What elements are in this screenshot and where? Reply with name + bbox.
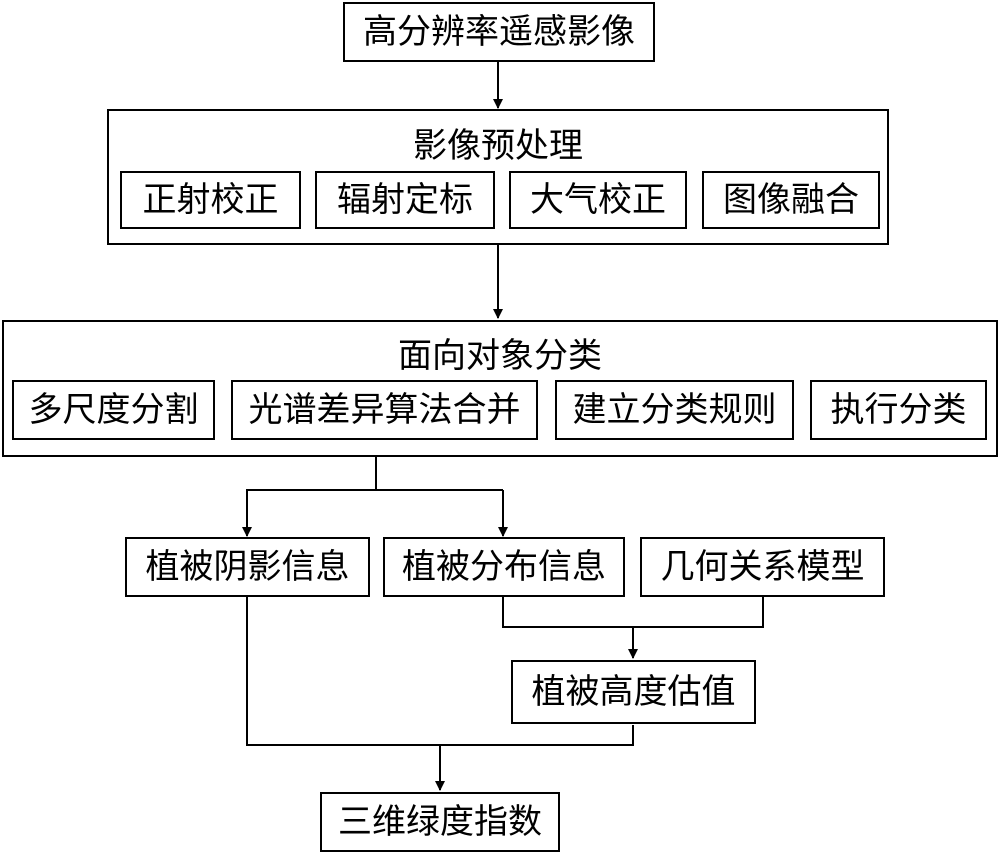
vegetation-shadow-info-box: 植被阴影信息 bbox=[125, 537, 370, 597]
preprocessing-step-1: 正射校正 bbox=[120, 171, 301, 229]
classification-title: 面向对象分类 bbox=[398, 336, 602, 376]
classification-step-2: 光谱差异算法合并 bbox=[231, 380, 538, 440]
connector-distribution-geometry-merge bbox=[502, 596, 764, 628]
output-label: 三维绿度指数 bbox=[338, 802, 542, 842]
input-label: 高分辨率遥感影像 bbox=[363, 12, 635, 52]
preprocessing-step-3: 大气校正 bbox=[509, 171, 687, 229]
classification-step-1: 多尺度分割 bbox=[12, 380, 215, 440]
preprocessing-step-4: 图像融合 bbox=[702, 171, 880, 229]
classification-step-4: 执行分类 bbox=[810, 380, 987, 440]
input-box: 高分辨率遥感影像 bbox=[343, 2, 655, 62]
preprocessing-step-2: 辐射定标 bbox=[315, 171, 495, 229]
classification-step-3: 建立分类规则 bbox=[555, 380, 794, 440]
output-box: 三维绿度指数 bbox=[320, 792, 560, 852]
vegetation-distribution-info-box: 植被分布信息 bbox=[383, 537, 625, 597]
vegetation-height-estimate-box: 植被高度估值 bbox=[511, 660, 756, 724]
preprocessing-title: 影像预处理 bbox=[413, 126, 583, 166]
connector-classification-split bbox=[242, 456, 377, 537]
geometry-model-box: 几何关系模型 bbox=[640, 537, 885, 597]
